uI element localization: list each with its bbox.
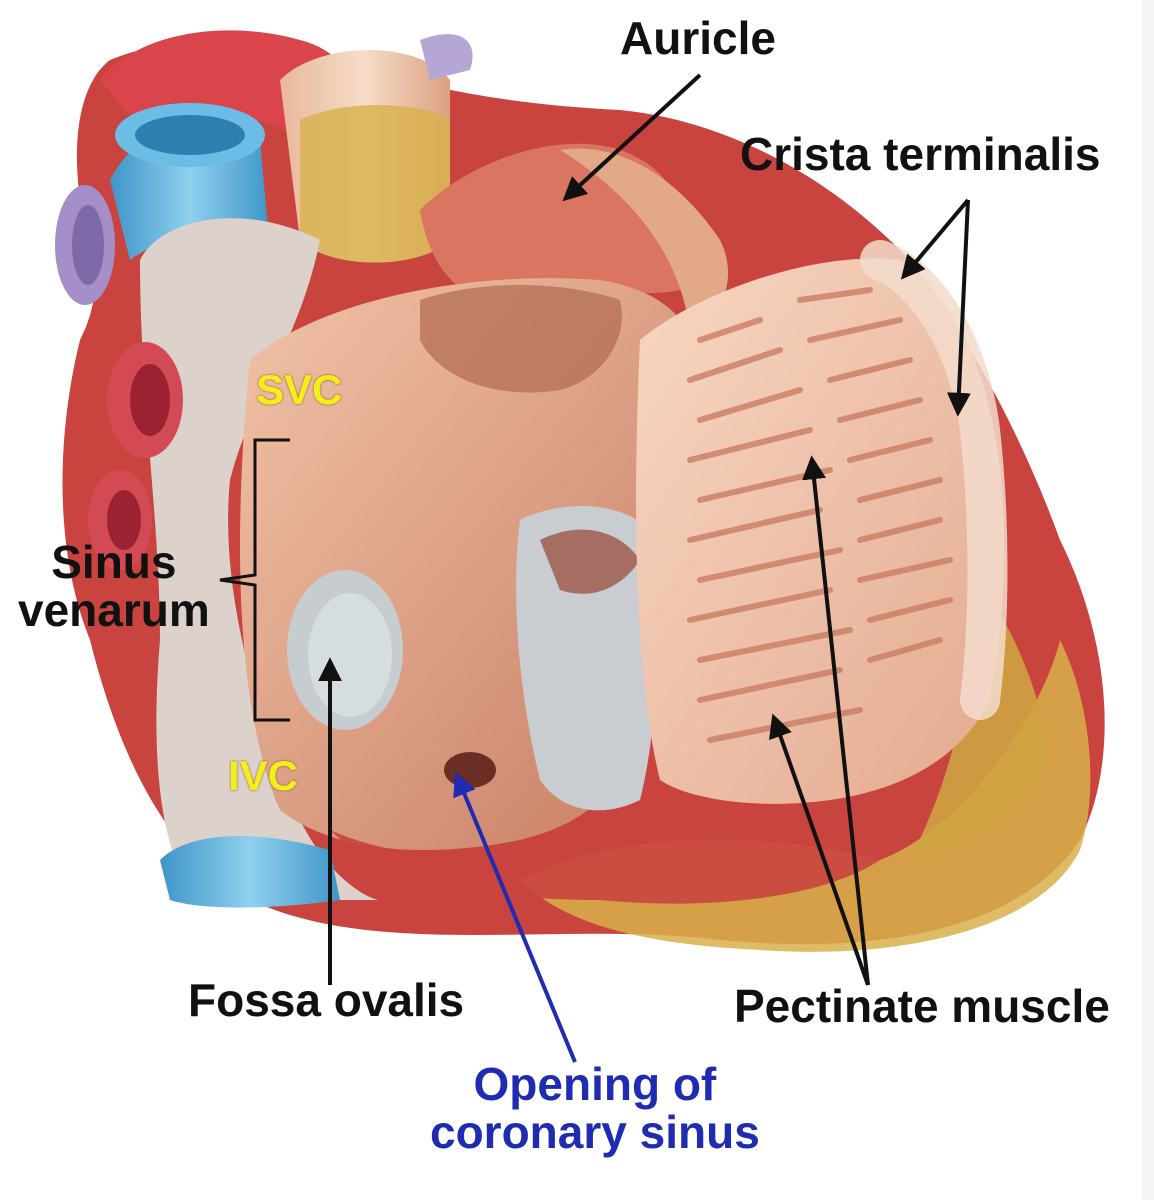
auricle-label: Auricle bbox=[620, 12, 776, 64]
coronary-sinus-arrow bbox=[453, 771, 577, 1063]
coronary-sinus-line2: coronary sinus bbox=[430, 1106, 760, 1159]
pulmonary-trunk bbox=[420, 34, 473, 80]
ivc-label: IVC bbox=[228, 752, 299, 799]
sinus-venarum-bracket bbox=[219, 438, 290, 722]
pectinate-muscle-label: Pectinate muscle bbox=[734, 980, 1110, 1032]
crista-terminalis-label: Crista terminalis bbox=[740, 128, 1101, 180]
crista-arrow-1 bbox=[900, 198, 970, 280]
fossa-ovalis-label: Fossa ovalis bbox=[188, 974, 465, 1026]
inferior-vena-cava bbox=[160, 836, 340, 908]
coronary-sinus-opening bbox=[444, 752, 496, 788]
pectinate-arrow-1 bbox=[802, 455, 870, 986]
coronary-sinus-label: Opening of coronary sinus bbox=[430, 1060, 760, 1157]
sinus-venarum-label: Sinus venarum bbox=[18, 538, 210, 635]
atrial-wall-left bbox=[140, 218, 380, 900]
sinus-venarum-line1: Sinus bbox=[51, 536, 177, 588]
crista-arrow-2 bbox=[946, 199, 971, 417]
coronary-sinus-line1: Opening of bbox=[473, 1058, 717, 1110]
sinus-venarum-line2: venarum bbox=[18, 584, 210, 637]
svc-label: SVC bbox=[256, 366, 343, 413]
auricle-arrow bbox=[562, 73, 702, 202]
crista-terminalis-ridge bbox=[860, 240, 1008, 720]
tricuspid-region bbox=[516, 506, 657, 811]
ventricle-lower-wall bbox=[330, 820, 880, 904]
pectinate-arrow-2 bbox=[769, 713, 870, 986]
